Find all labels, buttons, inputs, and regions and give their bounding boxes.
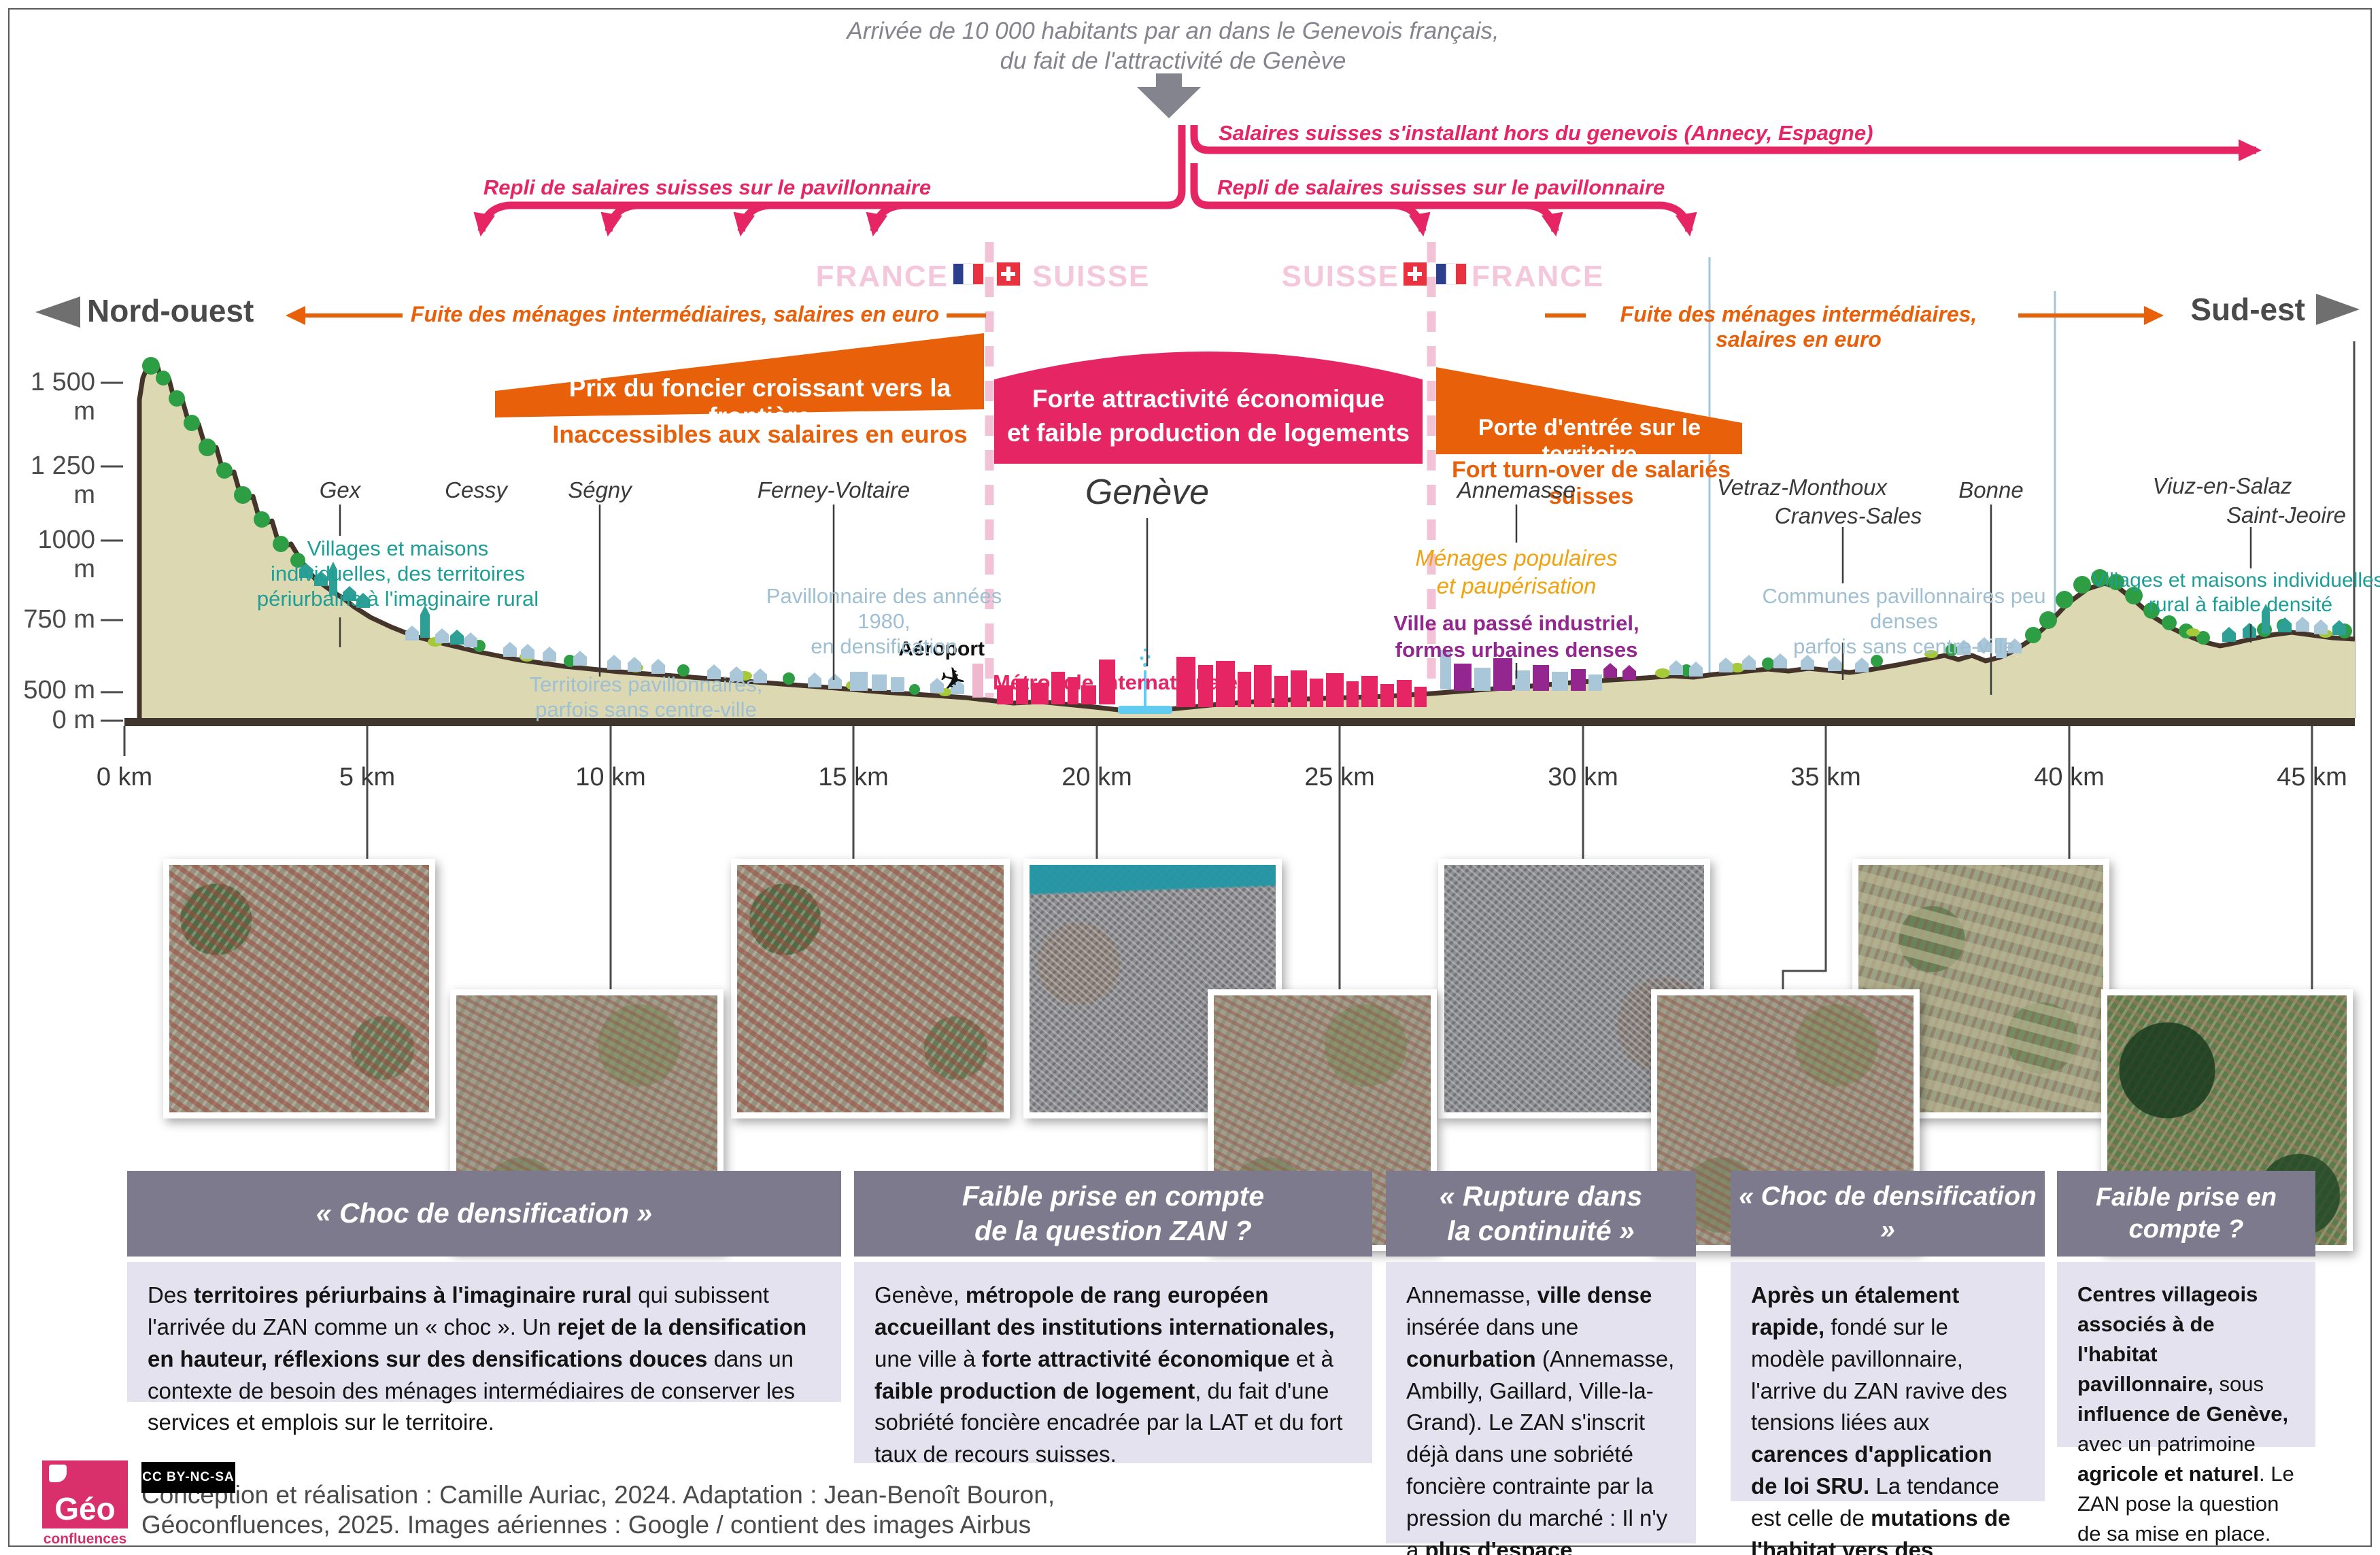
aerial-photo-suburb-35km [1651, 989, 1920, 1251]
box4-body: Après un étalement rapide, fondé sur le … [1731, 1262, 2045, 1555]
town-geneve: Genève [1085, 473, 1210, 512]
aerial-photo-gex [163, 859, 435, 1118]
porte-wedge [1436, 367, 1742, 454]
country-france-left: FRANCE [815, 260, 949, 293]
y-label-1250: 1 250 m [30, 451, 95, 509]
border-dashed-lines [985, 242, 1436, 698]
geoconfluences-logo: Géo [42, 1460, 128, 1528]
main-title-line1: Arrivée de 10 000 habitants par an dans … [847, 18, 1499, 44]
country-france-right: FRANCE [1472, 260, 1605, 293]
y-label-500: 500 m [23, 676, 95, 704]
x-label-0km: 0 km [96, 763, 153, 791]
box1-body: Des territoires périurbains à l'imaginai… [127, 1262, 841, 1435]
suisse-flag-icon-right [1404, 262, 1427, 286]
x-label-35km: 35 km [1790, 763, 1861, 791]
x-label-10km: 10 km [575, 763, 646, 791]
x-label-25km: 25 km [1304, 763, 1375, 791]
axis-ticks [101, 381, 2313, 991]
x-label-45km: 45 km [2277, 763, 2347, 791]
flow-repli-right-label: Repli de salaires suisses sur le pavillo… [1217, 175, 1665, 199]
box3-title: « Rupture dans la continuité » [1386, 1171, 1696, 1257]
box5-title: Faible prise en compte ? [2057, 1171, 2315, 1257]
town-gex: Gex [319, 477, 361, 502]
suisse-flag-icon-left [997, 262, 1020, 286]
section-divider-lines [1708, 257, 2056, 680]
town-vetraz: Vetraz-Monthoux [1716, 475, 1888, 500]
skyline [299, 562, 2346, 714]
x-label-5km: 5 km [339, 763, 396, 791]
porte-banner-line2: Fort turn-over de salariés suisses [1451, 457, 1731, 509]
fuite-left-label: Fuite des ménages intermédiaires, salair… [410, 302, 940, 326]
repli-left-arrow [473, 125, 1186, 237]
y-label-1000: 1000 m [37, 526, 95, 583]
town-viuz: Viuz-en-Salaz [2152, 473, 2292, 498]
x-label-20km: 20 km [1061, 763, 1132, 791]
town-cessy: Cessy [445, 477, 507, 502]
arrival-arrow-icon [1137, 73, 1201, 118]
porte-banner-line1: Porte d'entrée sur le territoire [1478, 415, 1701, 467]
foncier-banner-line1: Prix du foncier croissant vers la fronti… [568, 374, 951, 430]
jet-deau-fountain [1118, 648, 1172, 714]
credits-line1: Conception et réalisation : Camille Auri… [141, 1481, 1055, 1509]
southeast-arrow-icon [2316, 294, 2360, 325]
box1-title: « Choc de densification » [127, 1171, 841, 1257]
x-label-15km: 15 km [818, 763, 889, 791]
foncier-wedge [495, 333, 984, 417]
town-stjeoire: Saint-Jeoire [2226, 502, 2347, 528]
annotation-ville-industrielle: Ville au passé industriel, formes urbain… [1393, 611, 1639, 662]
main-title-line2: du fait de l'attractivité de Genève [1000, 48, 1346, 74]
town-ferney: Ferney-Voltaire [757, 477, 911, 502]
box5-body: Centres villageois associés à de l'habit… [2057, 1262, 2315, 1545]
credits-line2: Géoconfluences, 2025. Images aériennes :… [141, 1511, 1032, 1539]
town-annemasse: Annemasse [1457, 477, 1576, 502]
geneve-banner-line2: et faible production de logements [1006, 419, 1410, 447]
box2-body: Genève, métropole de rang européen accue… [854, 1262, 1372, 1467]
y-label-750: 750 m [23, 605, 95, 634]
flow-repli-left-label: Repli de salaires suisses sur le pavillo… [483, 175, 932, 199]
aerial-photo-bonne [1852, 859, 2109, 1118]
aerial-photo-ferney [731, 859, 1010, 1118]
y-label-1500: 1 500 m [30, 368, 95, 426]
aerial-photo-geneve [1023, 859, 1282, 1118]
town-cranves: Cranves-Sales [1774, 503, 1922, 528]
france-flag-icon-right [1436, 264, 1466, 284]
x-label-30km: 30 km [1548, 763, 1618, 791]
town-connectors [339, 505, 2252, 695]
direction-northwest: Nord-ouest [87, 293, 254, 328]
town-bonne: Bonne [1958, 477, 2024, 502]
logo-text-confluences: confluences [43, 1531, 127, 1547]
geneve-banner [994, 352, 1423, 464]
axis-baseline [124, 718, 2355, 726]
pink-flow-arrows [473, 125, 2262, 237]
country-suisse-left: SUISSE [1032, 260, 1151, 293]
france-flag-icon-left [953, 264, 983, 284]
annotation-villages-left: Villages et maisons individuelles, des t… [256, 536, 539, 611]
flow-salaires-label: Salaires suisses s'installant hors du ge… [1219, 121, 1873, 145]
cc-license-badge: CC BY-NC-SA [141, 1462, 235, 1493]
x-label-40km: 40 km [2034, 763, 2105, 791]
annotation-pavillonnaire-1980: Pavillonnaire des années 1980, en densif… [766, 584, 1002, 659]
foncier-banner-line2: Inaccessibles aux salaires en euros [552, 420, 968, 448]
box4-title: « Choc de densification » [1731, 1171, 2045, 1257]
country-suisse-right: SUISSE [1281, 260, 1399, 293]
northwest-arrow-icon [35, 296, 80, 328]
annotation-communes-pavillonnaires: Communes pavillonnaires peu denses parfo… [1762, 584, 2046, 659]
box2-title: Faible prise en compte de la question ZA… [854, 1171, 1372, 1257]
fuite-right-label: Fuite des ménages intermédiaires, salair… [1620, 302, 1977, 352]
trees [142, 357, 2352, 695]
logo-text-geo: Géo [54, 1491, 116, 1526]
annotation-menages-populaires: Ménages populaires et paupérisation [1415, 545, 1618, 599]
annotation-metropole: Métropole internationale [993, 670, 1238, 694]
box3-body: Annemasse, ville dense insérée dans une … [1386, 1262, 1696, 1555]
y-label-0: 0 m [52, 706, 95, 734]
salaires-out-arrow [1190, 125, 2262, 161]
repli-right-arrow [1190, 163, 1697, 237]
annotation-villages-right: Villages et maisons individuelles, rural… [2091, 569, 2380, 616]
town-segny: Ségny [568, 477, 632, 502]
geneve-banner-line1: Forte attractivité économique [1032, 385, 1385, 413]
annotation-territoires-pavillonnaires: Territoires pavillonnaires, parfois sans… [529, 672, 763, 722]
airport-label: Aéroport [898, 638, 985, 660]
direction-southeast: Sud-est [2190, 292, 2305, 327]
